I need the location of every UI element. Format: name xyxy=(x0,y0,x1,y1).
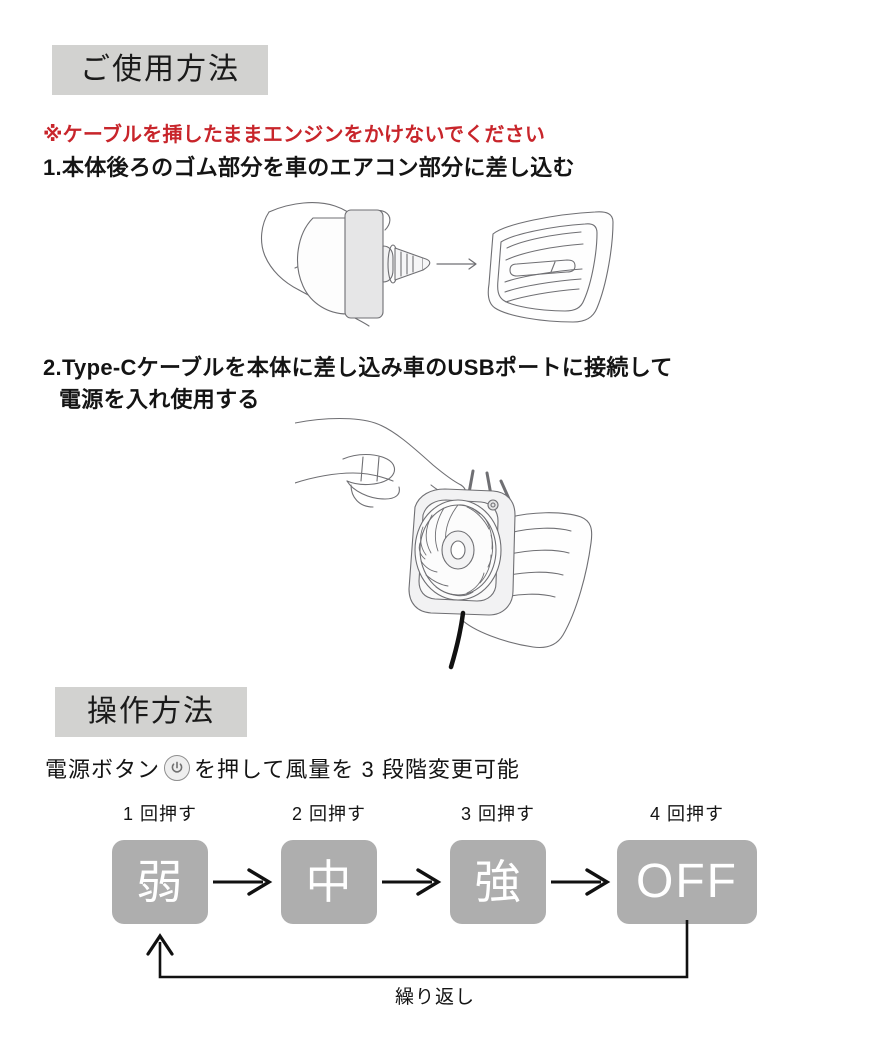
mode-label-low: 弱 xyxy=(136,856,184,908)
operation-instruction-prefix: 電源ボタン xyxy=(45,757,161,782)
usage-step-2-text: 2.Type-Cケーブルを本体に差し込み車のUSBポートに接続して 電源を入れ使… xyxy=(43,352,753,416)
loop-repeat-label: 繰り返し xyxy=(394,987,475,1008)
mode-box-high[interactable]: 強 xyxy=(450,840,546,924)
mode-label-medium: 中 xyxy=(305,856,353,908)
usage-warning-text: ※ケーブルを挿したままエンジンをかけないでください xyxy=(43,124,546,146)
sequence-arrow-2 xyxy=(380,865,444,899)
usage-step-2-line-1: 2.Type-Cケーブルを本体に差し込み車のUSBポートに接続して xyxy=(43,355,673,380)
mode-label-off: OFF xyxy=(636,855,738,908)
mode-label-high: 強 xyxy=(474,856,522,908)
section-heading-operation-label: 操作方法 xyxy=(87,695,215,728)
mode-box-off[interactable]: OFF xyxy=(617,840,757,924)
illustration-press-power-button xyxy=(294,415,625,685)
press-count-label-4: 4 回押す xyxy=(649,804,724,824)
illustration-insert-into-vent xyxy=(255,190,625,345)
section-heading-operation: 操作方法 xyxy=(55,687,247,737)
section-heading-usage: ご使用方法 xyxy=(52,45,268,95)
sequence-arrow-1 xyxy=(211,865,275,899)
loop-back-arrow xyxy=(140,920,720,990)
press-count-label-3: 3 回押す xyxy=(460,804,535,824)
mode-box-medium[interactable]: 中 xyxy=(281,840,377,924)
section-heading-usage-label: ご使用方法 xyxy=(80,53,240,86)
press-count-label-2: 2 回押す xyxy=(291,804,366,824)
operation-instruction-suffix: を押して風量を 3 段階変更可能 xyxy=(194,757,520,782)
mode-box-low[interactable]: 弱 xyxy=(112,840,208,924)
power-icon xyxy=(164,755,191,781)
operation-instruction: 電源ボタン を押して風量を 3 段階変更可能 xyxy=(45,752,520,784)
press-count-label-1: 1 回押す xyxy=(122,804,197,824)
usage-step-1-text: 1.本体後ろのゴム部分を車のエアコン部分に差し込む xyxy=(43,155,575,180)
sequence-arrow-3 xyxy=(549,865,613,899)
usage-step-2-line-2: 電源を入れ使用する xyxy=(59,386,260,412)
